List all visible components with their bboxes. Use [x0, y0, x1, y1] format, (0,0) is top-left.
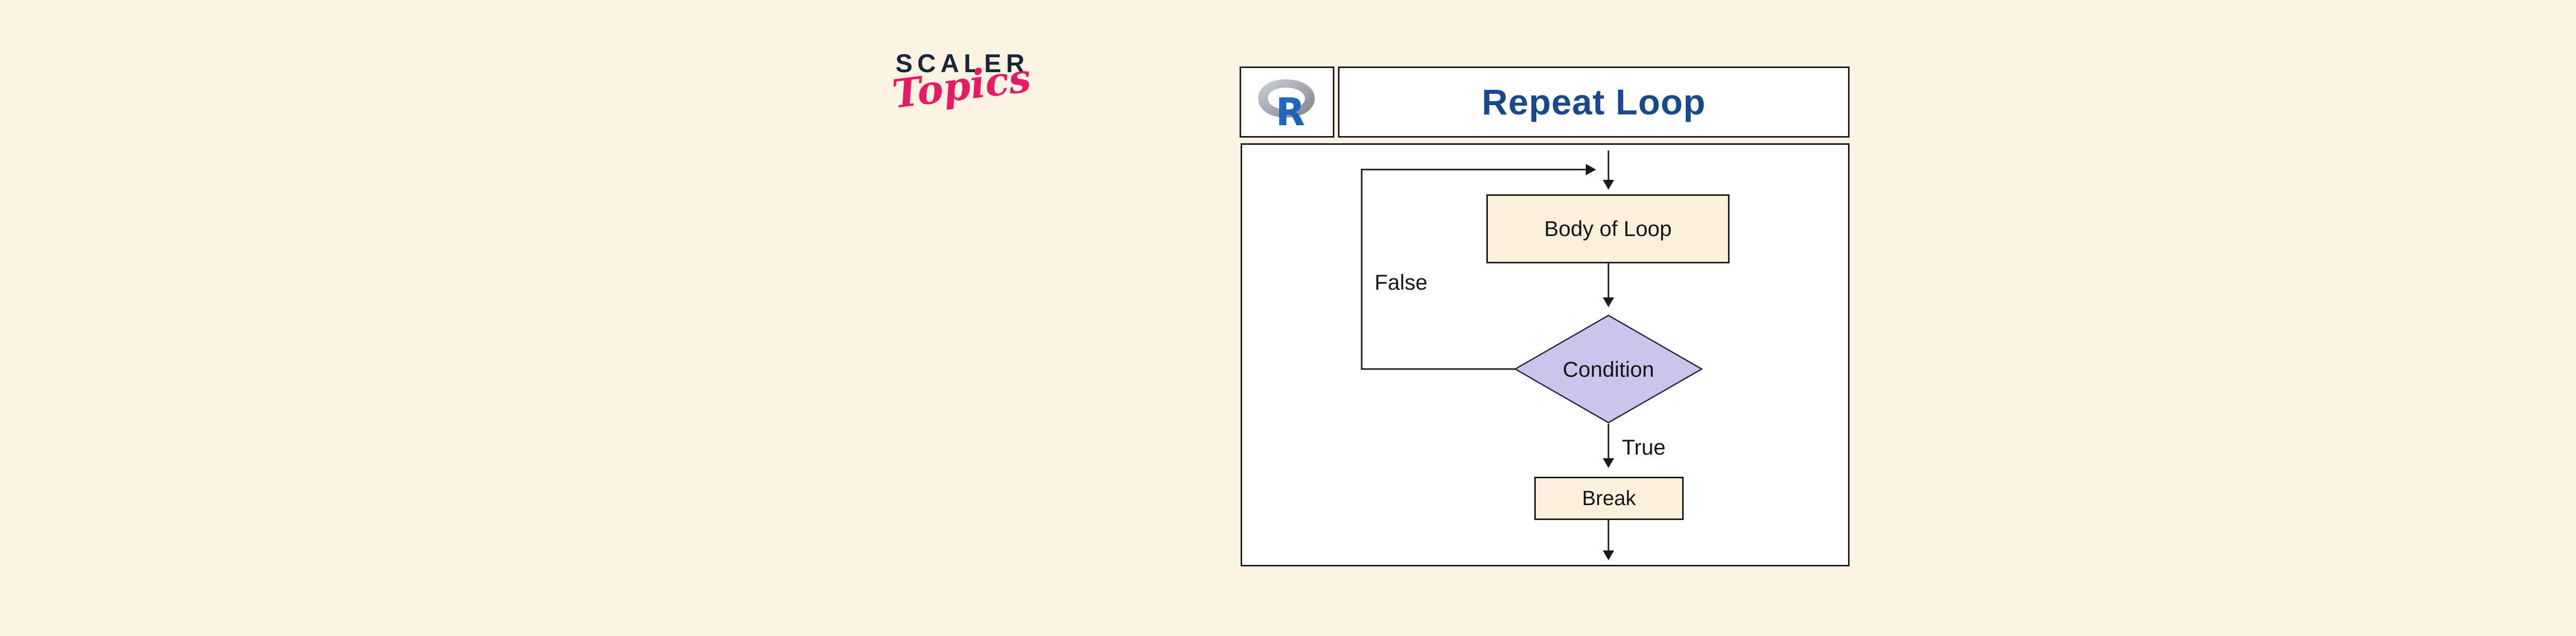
condition-diamond-shape: [1514, 314, 1703, 424]
body-of-loop-label: Body of Loop: [1544, 216, 1672, 241]
entry-arrowhead: [1603, 180, 1614, 190]
title-box: Repeat Loop: [1338, 66, 1850, 138]
false-loop-line: [1361, 169, 1586, 370]
condition-label: Condition: [1563, 357, 1654, 381]
r-language-icon: R: [1258, 79, 1315, 128]
r-logo-box: R: [1240, 66, 1334, 138]
flowchart-connectors: [1361, 150, 1703, 560]
r-logo-letter: R: [1276, 90, 1305, 128]
body-to-condition-arrowhead: [1603, 297, 1614, 307]
node-condition-label: Condition: [1547, 356, 1670, 383]
flowchart-panel: Body of Loop Condition Break False True: [1241, 143, 1850, 566]
node-body-of-loop: Body of Loop: [1486, 194, 1730, 263]
exit-arrowhead: [1603, 550, 1614, 560]
edge-label-false: False: [1375, 270, 1428, 294]
break-label: Break: [1582, 487, 1636, 510]
node-break: Break: [1534, 477, 1684, 520]
brand-scaler-text: SCALER: [895, 49, 1029, 78]
page-title: Repeat Loop: [1482, 82, 1706, 122]
false-loop-arrowhead: [1586, 164, 1596, 175]
condition-to-break-arrowhead: [1603, 458, 1614, 468]
edge-label-true: True: [1622, 435, 1666, 459]
scaler-topics-logo: SCALER Topics: [890, 49, 1033, 154]
